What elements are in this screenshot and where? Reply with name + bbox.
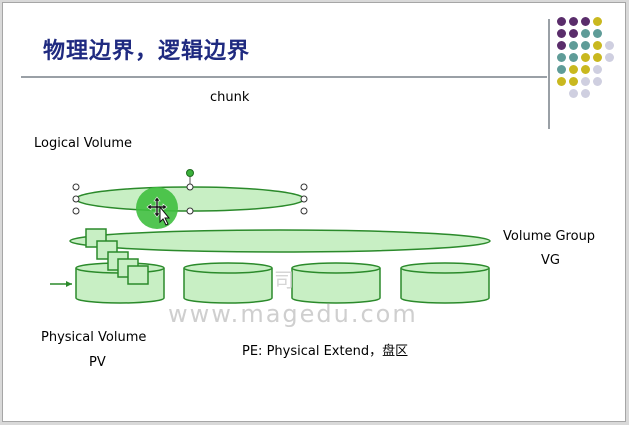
label-logical-volume: Logical Volume [34, 136, 133, 151]
dot [557, 53, 566, 62]
rotate-handle[interactable] [186, 169, 194, 177]
dot [569, 65, 578, 74]
label-pv: PV [89, 355, 106, 370]
label-volume-group: Volume Group [503, 229, 596, 244]
label-physical-volume: Physical Volume [41, 330, 147, 345]
dot [569, 89, 578, 98]
dot [557, 77, 566, 86]
dot [593, 17, 602, 26]
label-pe: PE: Physical Extend，盘区 [242, 344, 409, 359]
watermark: www.magedu.com [168, 300, 418, 328]
logical-volume-ellipse[interactable] [75, 186, 305, 212]
pe-chunk [127, 265, 149, 285]
dot [557, 17, 566, 26]
move-cursor-icon [146, 196, 171, 226]
arrow-icon [50, 281, 72, 287]
label-chunk: chunk [210, 90, 250, 105]
watermark-char: 司 [274, 268, 294, 292]
dot [593, 41, 602, 50]
dot [569, 17, 578, 26]
dot [569, 29, 578, 38]
decorative-dot-grid [555, 15, 625, 105]
dot [581, 77, 590, 86]
selection-handles[interactable] [72, 183, 308, 215]
pe-chunks[interactable] [85, 228, 149, 285]
dot [593, 53, 602, 62]
dot [581, 53, 590, 62]
dot [581, 29, 590, 38]
dot [557, 41, 566, 50]
dot [569, 41, 578, 50]
dot [605, 41, 614, 50]
dot [569, 77, 578, 86]
physical-volume-cylinder-3[interactable] [291, 262, 381, 304]
physical-volume-cylinder-2[interactable] [183, 262, 273, 304]
vertical-divider [548, 19, 550, 129]
physical-volume-cylinder-4[interactable] [400, 262, 490, 304]
dot [581, 17, 590, 26]
dot [593, 77, 602, 86]
dot [593, 29, 602, 38]
dot [605, 53, 614, 62]
volume-group-ellipse[interactable] [69, 229, 491, 253]
dot [557, 65, 566, 74]
dot [557, 29, 566, 38]
dot [581, 41, 590, 50]
label-vg: VG [541, 253, 560, 268]
dot [581, 65, 590, 74]
slide-title: 物理边界，逻辑边界 [43, 38, 251, 64]
dot [569, 53, 578, 62]
dot [593, 65, 602, 74]
dot [581, 89, 590, 98]
title-divider [21, 76, 547, 78]
